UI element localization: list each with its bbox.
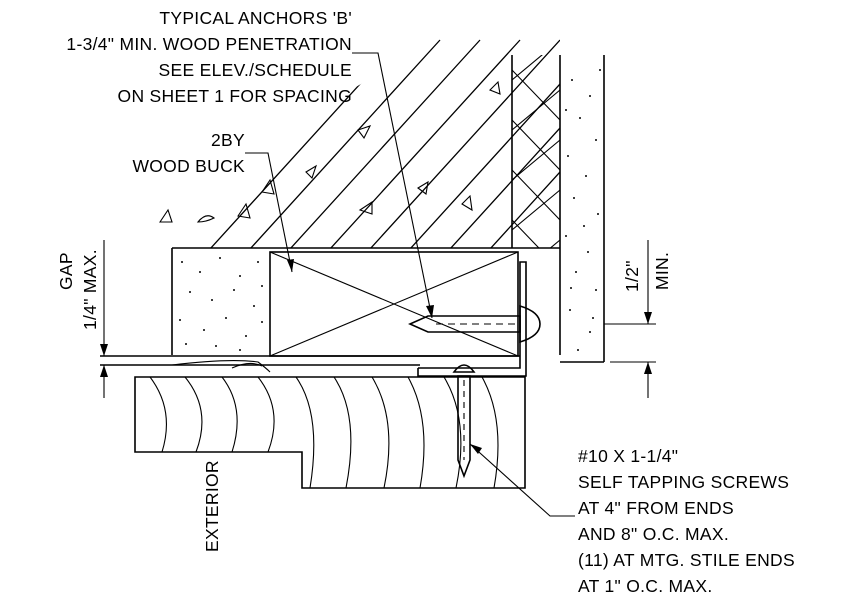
min-note: 1/2" MIN. bbox=[622, 252, 672, 292]
min-note-line-2: MIN. bbox=[652, 252, 672, 290]
screw-note-line-3: AT 4" FROM ENDS bbox=[578, 498, 734, 518]
screw-note-line-1: #10 X 1-1/4" bbox=[578, 446, 678, 466]
sealant-bead bbox=[171, 360, 271, 373]
min-dimension bbox=[604, 240, 656, 398]
window-frame bbox=[134, 376, 526, 489]
tapping-screw bbox=[452, 364, 476, 479]
buck-note: 2BY WOOD BUCK bbox=[132, 130, 245, 176]
concrete-wall bbox=[158, 39, 560, 249]
screw-note-line-6: AT 1" O.C. MAX. bbox=[578, 576, 713, 596]
screw-note-line-2: SELF TAPPING SCREWS bbox=[578, 472, 789, 492]
anchor-note-line-3: SEE ELEV./SCHEDULE bbox=[159, 60, 352, 80]
frame-angle bbox=[417, 261, 527, 377]
anchor-screw bbox=[408, 304, 541, 344]
stucco-finish bbox=[560, 55, 605, 363]
wood-buck bbox=[269, 251, 519, 357]
min-note-line-1: 1/2" bbox=[622, 260, 642, 292]
anchor-note-line-2: 1-3/4" MIN. WOOD PENETRATION bbox=[66, 34, 352, 54]
wood-stud bbox=[511, 55, 561, 355]
screw-note-line-5: (11) AT MTG. STILE ENDS bbox=[578, 550, 795, 570]
gap-dimension bbox=[100, 240, 108, 398]
gap-note-line-2: GAP bbox=[56, 252, 76, 290]
screw-note-line-4: AND 8" O.C. MAX. bbox=[578, 524, 729, 544]
grout-shim bbox=[171, 248, 263, 355]
screw-note: #10 X 1-1/4" SELF TAPPING SCREWS AT 4" F… bbox=[578, 446, 795, 596]
exterior-label: EXTERIOR bbox=[202, 460, 222, 552]
anchor-note-line-1: TYPICAL ANCHORS 'B' bbox=[159, 8, 352, 28]
anchor-note: TYPICAL ANCHORS 'B' 1-3/4" MIN. WOOD PEN… bbox=[66, 8, 352, 106]
anchor-note-line-4: ON SHEET 1 FOR SPACING bbox=[118, 86, 352, 106]
leader-lines bbox=[245, 52, 575, 517]
gap-note-line-1: 1/4" MAX. bbox=[80, 249, 100, 330]
buck-note-line-2: WOOD BUCK bbox=[132, 156, 245, 176]
buck-note-line-1: 2BY bbox=[211, 130, 245, 150]
gap-note: 1/4" MAX. GAP bbox=[56, 249, 100, 330]
